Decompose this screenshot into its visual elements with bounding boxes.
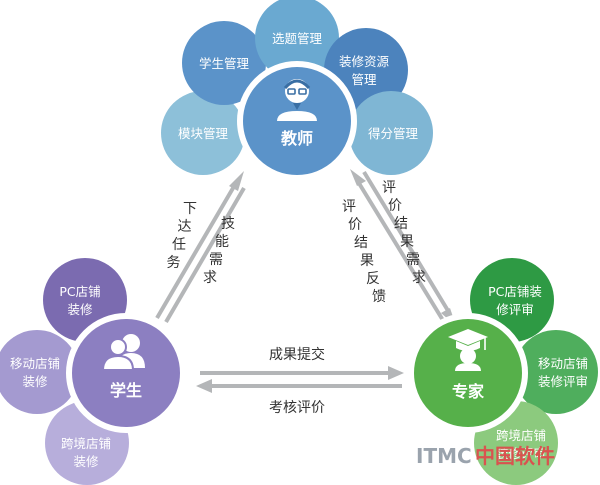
students-group-icon [101, 334, 145, 371]
watermark-itmc: ITMC [416, 444, 472, 468]
teacher-module-1 [161, 91, 245, 175]
expert-cluster: PC店铺装 修评审 移动店铺 装修评审 跨境店铺 装修评审 专家 [408, 258, 598, 485]
teacher-hub-label: 教师 [281, 129, 313, 148]
expert-module-2-label-line1: 移动店铺 [538, 356, 588, 371]
arrow-teacher-to-student [164, 186, 246, 324]
arrow-student-to-teacher [155, 171, 244, 320]
arrow-expert-to-teacher [350, 169, 446, 324]
watermark-cn: 中国软件 [475, 444, 555, 468]
student-hub [66, 313, 186, 433]
arrow-student-to-expert [200, 366, 404, 380]
student-module-3-label-line2: 装修 [73, 454, 99, 469]
graduate-cap-icon [448, 329, 488, 371]
student-cluster: PC店铺 装修 移动店铺 装修 跨境店铺 装修 学生 [0, 258, 186, 485]
expert-hub-label: 专家 [452, 382, 485, 401]
student-module-2 [0, 330, 79, 414]
teacher-avatar-icon [277, 79, 317, 121]
expert-module-1-label-line1: PC店铺装 [488, 284, 542, 299]
student-module-2-label-line1: 移动店铺 [10, 356, 60, 371]
edge-label-teacher-to-student-2: 技能需求 [203, 216, 235, 286]
student-module-1-label-line1: PC店铺 [59, 284, 100, 299]
teacher-module-3-label: 选题管理 [272, 31, 323, 46]
expert-module-1-label-line2: 修评审 [496, 302, 534, 317]
teacher-module-4-label-line1: 装修资源 [339, 54, 390, 69]
teacher-module-3 [255, 0, 339, 80]
student-hub-label: 学生 [110, 381, 142, 400]
edge-label-expert-to-teacher-2: 评价结果需求 [382, 180, 426, 286]
edge-label-teacher-to-student-1: 下达任务 [167, 201, 198, 271]
teacher-module-2 [182, 21, 266, 105]
expert-hub [408, 313, 528, 433]
edge-label-student-to-expert: 成果提交 [269, 346, 325, 363]
teacher-module-4-label-line2: 管理 [351, 72, 377, 87]
edge-label-expert-to-student: 考核评价 [269, 400, 325, 416]
teacher-cluster: 模块管理 学生管理 选题管理 装修资源 管理 得分管理 教师 [161, 0, 433, 181]
arrows [155, 169, 456, 393]
student-module-1-label-line2: 装修 [67, 302, 93, 317]
expert-module-3-label-line2: 装修评审 [496, 446, 546, 461]
watermark: ITMC 中国软件 [416, 444, 555, 468]
expert-module-3-label-line1: 跨境店铺 [496, 428, 546, 443]
student-module-3-label-line1: 跨境店铺 [61, 436, 111, 451]
expert-module-2-label-line2: 装修评审 [538, 374, 588, 389]
expert-module-2 [514, 330, 598, 414]
student-module-2-label-line2: 装修 [22, 374, 48, 389]
teacher-module-2-label: 学生管理 [199, 56, 250, 71]
teacher-module-5-label: 得分管理 [368, 126, 419, 141]
edge-label-expert-to-teacher-1: 评价结果反馈 [342, 199, 386, 305]
teacher-module-5 [349, 91, 433, 175]
teacher-module-1-label: 模块管理 [178, 126, 229, 141]
arrow-expert-to-student [196, 379, 402, 393]
